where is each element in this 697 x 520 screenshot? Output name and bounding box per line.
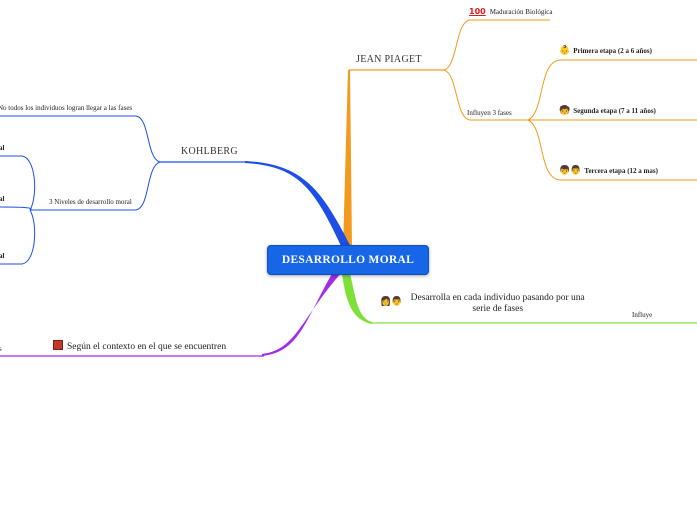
niveles-to-sub-3 xyxy=(0,209,36,265)
kohlberg-main-branch xyxy=(245,161,352,250)
picture-icon xyxy=(53,340,63,350)
etapa-3-label: Tercera etapa (12 a mas) xyxy=(584,167,658,175)
boy-man-icon: 👦👨 xyxy=(559,166,582,176)
nivel-1-topic[interactable]: al xyxy=(0,144,4,152)
contexto-topic[interactable]: Según el contexto en el que se encuentre… xyxy=(53,340,226,353)
piaget-main-branch-taper xyxy=(343,70,352,248)
central-topic-node[interactable]: DESARROLLO MORAL xyxy=(267,245,429,275)
etapa-2-label: Segunda etapa (7 a 11 años) xyxy=(573,107,656,115)
no-todos-label: No todos los individuos logran llegar a … xyxy=(0,104,133,112)
kohlberg-to-niveles xyxy=(30,161,161,211)
child-icon: 🧒 xyxy=(559,106,571,116)
hundred-points-icon: 100 xyxy=(469,7,486,16)
niveles-topic[interactable]: 3 Niveles de desarrollo moral xyxy=(49,198,132,206)
etapa-1-topic[interactable]: 👶Primera etapa (2 a 6 años) xyxy=(559,46,652,56)
etapa-1-label: Primera etapa (2 a 6 años) xyxy=(573,47,652,55)
kohlberg-label: KOHLBERG xyxy=(181,146,238,157)
central-topic-label: DESARROLLO MORAL xyxy=(281,254,415,266)
niveles-to-sub-2 xyxy=(0,206,32,211)
nivel-3-label: al xyxy=(0,252,5,260)
contexto-sub-topic[interactable]: s xyxy=(0,345,2,353)
kohlberg-topic[interactable]: KOHLBERG xyxy=(181,146,238,158)
nivel-2-label: al xyxy=(0,195,5,203)
piaget-to-influyen xyxy=(443,69,528,121)
nivel-1-label: al xyxy=(0,144,5,152)
serie-main-branch xyxy=(342,273,372,324)
maduracion-label: Maduración Biológica xyxy=(489,8,553,16)
contexto-label: Según el contexto en el que se encuentre… xyxy=(67,342,227,352)
influyen-to-etapa-1 xyxy=(527,59,697,121)
kohlberg-to-no-todos xyxy=(0,115,161,163)
no-todos-topic[interactable]: No todos los individuos logran llegar a … xyxy=(0,104,132,112)
influyen-topic[interactable]: Influyen 3 fases xyxy=(467,109,512,117)
serie-topic[interactable]: 👩👨 Desarrolla en cada individuo pasando p… xyxy=(380,293,590,315)
niveles-label: 3 Niveles de desarrollo moral xyxy=(49,198,132,206)
piaget-label: JEAN PIAGET xyxy=(356,54,422,65)
piaget-to-maduracion xyxy=(443,19,550,71)
etapa-2-topic[interactable]: 🧒Segunda etapa (7 a 11 años) xyxy=(559,106,656,116)
influye-label: Influye xyxy=(632,311,653,319)
baby-icon: 👶 xyxy=(559,46,571,56)
piaget-topic[interactable]: JEAN PIAGET xyxy=(356,54,422,66)
serie-label: Desarrolla en cada individuo pasando por… xyxy=(410,293,585,314)
contexto-main-branch xyxy=(262,272,342,356)
influyen-label: Influyen 3 fases xyxy=(467,109,512,117)
etapa-3-topic[interactable]: 👦👨Tercera etapa (12 a mas) xyxy=(559,166,658,176)
nivel-3-topic[interactable]: al xyxy=(0,252,4,260)
influye-topic[interactable]: Influye xyxy=(632,311,652,319)
contexto-sub-label: s xyxy=(0,345,2,353)
influyen-to-etapa-3 xyxy=(527,119,697,181)
nivel-2-topic[interactable]: al xyxy=(0,195,4,203)
woman-man-icon: 👩👨 xyxy=(380,297,403,307)
niveles-to-sub-1 xyxy=(0,155,36,211)
